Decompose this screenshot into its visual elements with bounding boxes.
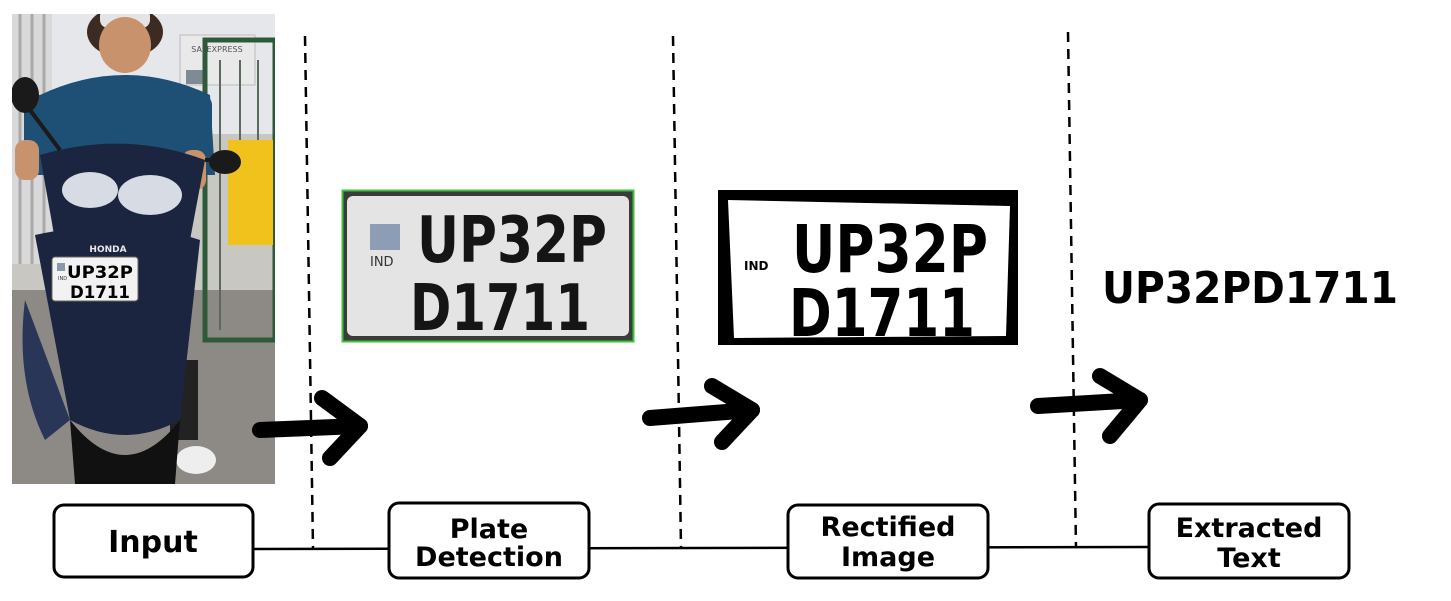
scooter-brand-text: HONDA [89,245,126,255]
truck-graphic: SAFEXPRESS [179,34,256,86]
stage-rectified-image: Rectified Image [786,503,990,580]
stage-plate-detection: Plate Detection [387,501,591,580]
separator-2 [671,35,683,549]
arrow-right-icon [642,378,760,450]
stage-plate-detection-line-2: Detection [415,542,563,573]
photo-plate-line-2: D1711 [70,283,130,303]
detected-plate-line-1: UP32P [417,204,607,278]
stage-extracted-text-line-2: Text [1217,543,1281,574]
input-photo: SAFEXPRESS [12,14,275,484]
rectified-plate-image: IND UP32P D1711 [718,190,1018,352]
stage-input-label: Input [108,525,198,560]
detected-plate-country: IND [370,255,394,270]
rectified-plate-line-2: D1711 [789,275,975,352]
stage-extracted-text: Extracted Text [1147,502,1351,580]
rectified-plate-country: IND [744,259,769,273]
gate-right-graphic [202,37,275,343]
stage-rectified-image-line-2: Image [841,542,935,573]
stage-input: Input [52,503,255,579]
photo-plate-country: IND [58,276,67,282]
photo-plate-line-1: UP32P [67,263,133,283]
arrow-right-icon [252,390,368,466]
separator-3 [1066,31,1078,549]
arrow-right-icon [1030,368,1148,444]
photo-plate: IND UP32P D1711 [51,256,139,303]
stage-extracted-text-line-1: Extracted [1176,513,1323,544]
pipeline-connector [251,545,1151,551]
detected-plate-line-2: D1711 [410,272,590,346]
rectified-plate-line-1: UP32P [792,211,988,288]
truck-sign-text: SAFEXPRESS [191,45,242,54]
stage-rectified-image-line-1: Rectified [821,512,956,543]
stage-plate-detection-line-1: Plate [450,514,528,545]
separator-1 [303,35,315,549]
extracted-text-output: UP32PD1711 [1102,263,1398,314]
detected-plate-image: IND UP32P D1711 [341,189,635,346]
